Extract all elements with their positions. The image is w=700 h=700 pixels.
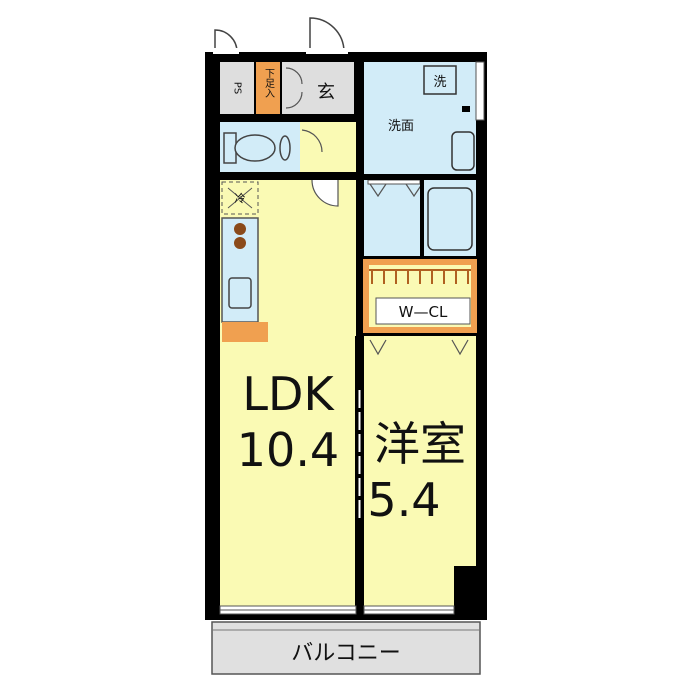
closet-label: W—CL xyxy=(399,303,448,321)
shoe-cabinet xyxy=(256,62,280,114)
balcony-label: バルコニー xyxy=(291,641,401,666)
entrance-label: 玄 xyxy=(317,82,335,103)
toilet-fixture xyxy=(223,132,291,164)
kitchen-cabinet xyxy=(222,322,268,342)
kitchen-sink xyxy=(228,277,252,309)
ps-label: PS xyxy=(232,82,243,94)
closet-rail xyxy=(368,269,472,284)
washroom-label: 洗面 xyxy=(388,119,414,134)
washer-fixture: 洗 xyxy=(423,65,457,95)
bathtub xyxy=(427,187,473,251)
stove-burner xyxy=(234,223,246,235)
shoe-storage-label: 下足入 xyxy=(263,68,275,98)
western-room-size: 5.4 xyxy=(367,473,440,527)
western-room-name: 洋室 xyxy=(374,417,466,471)
stove-burner xyxy=(234,237,246,249)
balcony-area xyxy=(211,621,481,675)
ldk-size: 10.4 xyxy=(237,423,339,477)
washer-label: 洗 xyxy=(433,75,446,90)
ldk-name: LDK xyxy=(242,367,335,421)
washbasin xyxy=(451,131,475,171)
structural-column xyxy=(454,566,480,616)
entrance-door xyxy=(214,17,345,53)
ps-area xyxy=(220,62,254,114)
fridge-label: 冷 xyxy=(235,192,246,205)
hallway xyxy=(300,122,356,172)
